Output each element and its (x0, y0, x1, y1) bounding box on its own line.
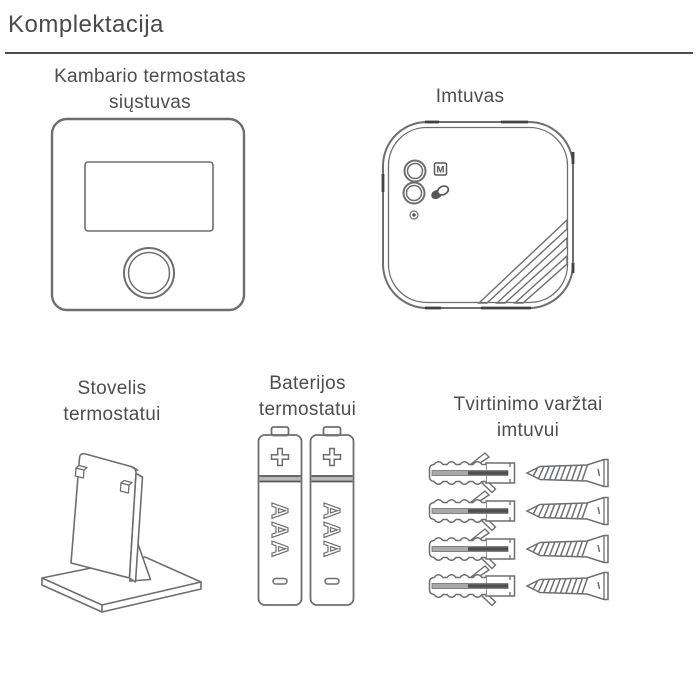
stand-plate-side (128, 472, 144, 583)
anchor-slot-dark (468, 584, 508, 588)
screw-outline (525, 458, 609, 488)
screw-threads (532, 502, 589, 520)
screw-illustration (525, 496, 609, 526)
battery-band (259, 476, 301, 482)
screw-outline (525, 534, 609, 564)
anchor-slot-dark (468, 547, 508, 551)
wall-anchor-illustration (428, 565, 516, 607)
receiver-button-bottom (402, 181, 426, 205)
thermostat-body (50, 117, 246, 312)
stand-label: Stovelis termostatui (27, 376, 197, 428)
receiver-label-line1: Imtuvas (435, 86, 505, 107)
thermostat-dial-inner (127, 251, 171, 295)
screws-label-line1: Tvirtinimo varžtai (453, 394, 603, 415)
anchor-slot-dark (468, 509, 508, 513)
screw-head-slot (597, 581, 601, 590)
stand-clip-right (119, 479, 133, 494)
screws-label-line2: imtuvui (496, 420, 560, 441)
thermostat-display (84, 161, 214, 232)
thermostat-label-line2: siųstuvas (109, 92, 191, 113)
battery-band-lines (311, 475, 353, 483)
screw-anchor-row (426, 451, 618, 495)
screw-threads (532, 464, 589, 482)
battery-aaa-2: AAA (309, 426, 355, 606)
batteries-label-line2: termostatui (258, 399, 357, 420)
battery-plus-icon (270, 447, 290, 467)
stand-illustration (41, 452, 202, 613)
title-divider (5, 52, 693, 54)
stand-clip-left (74, 464, 88, 479)
mode-icon-letter: M (437, 164, 445, 175)
screw-anchor-row (426, 527, 618, 571)
stand-label-line1: Stovelis (77, 378, 147, 399)
page-title: Komplektacija (8, 11, 164, 38)
receiver-corner-stripes (477, 218, 568, 304)
screw-anchor-row (426, 489, 618, 533)
screw-anchor-row (426, 564, 618, 608)
wall-anchor-illustration (428, 528, 516, 570)
battery-minus-icon (272, 577, 288, 585)
battery-minus-icon (324, 577, 340, 585)
screw-threads (532, 540, 589, 558)
screw-head-slot (597, 506, 601, 515)
receiver-led-dot (412, 213, 416, 217)
receiver-seam-marks (381, 120, 575, 310)
batteries-label-line1: Baterijos (269, 373, 346, 394)
receiver-inner-shell (387, 126, 569, 304)
stand-label-line2: termostatui (63, 404, 161, 425)
battery-plus-icon (322, 447, 342, 467)
receiver-illustration: M (381, 120, 575, 310)
battery-band-lines (259, 475, 301, 483)
screw-illustration (525, 534, 609, 564)
wall-anchor-illustration (428, 452, 516, 494)
screws-label: Tvirtinimo varžtai imtuvui (413, 392, 643, 444)
stand-plate-top-edge (130, 465, 139, 471)
receiver-outer-shell (382, 121, 574, 309)
screw-illustration (525, 458, 609, 488)
mode-icon (433, 162, 448, 176)
link-icon (431, 185, 450, 200)
receiver-button-top (403, 159, 427, 183)
receiver-button-bottom-inner (405, 184, 423, 202)
thermostat-label: Kambario termostatas siųstuvas (22, 64, 278, 116)
screw-illustration (525, 571, 609, 601)
anchor-slot-dark (468, 471, 508, 475)
screw-head-slot (597, 468, 601, 477)
battery-size-text: AAA (319, 502, 345, 559)
receiver-label: Imtuvas (380, 84, 560, 110)
thermostat-dial (123, 247, 175, 299)
screw-head-slot (597, 544, 601, 553)
battery-aaa-1: AAA (257, 426, 303, 606)
batteries-label: Baterijos termostatui (230, 371, 385, 423)
thermostat-illustration (50, 117, 246, 312)
thermostat-label-line1: Kambario termostatas (54, 66, 246, 87)
receiver-button-top-inner (406, 162, 424, 180)
battery-body (309, 434, 355, 606)
receiver-led (409, 210, 419, 220)
screw-threads (532, 577, 589, 595)
wall-anchor-illustration (428, 490, 516, 532)
screw-outline (525, 571, 609, 601)
battery-size-text: AAA (267, 502, 293, 559)
battery-body (257, 434, 303, 606)
battery-band (311, 476, 353, 482)
screw-outline (525, 496, 609, 526)
